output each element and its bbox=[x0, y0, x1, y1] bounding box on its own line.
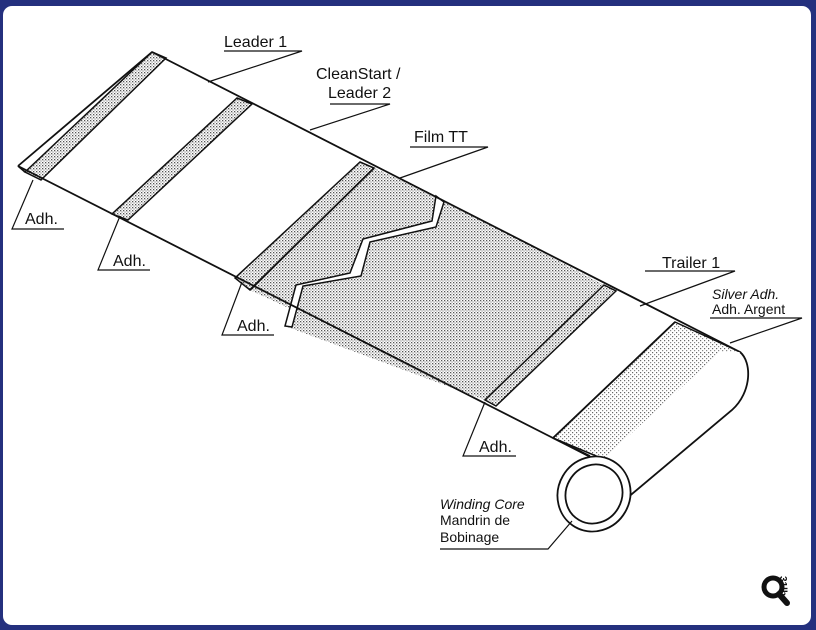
film-section bbox=[250, 168, 604, 400]
adh-label-3: Adh. bbox=[237, 318, 270, 335]
core-label-fr-2: Bobinage bbox=[440, 529, 499, 545]
cleanstart-label: CleanStart / bbox=[316, 66, 401, 83]
leader1-label: Leader 1 bbox=[224, 34, 287, 51]
magnifier-icon bbox=[761, 575, 790, 606]
diagram-frame: Leader 1 CleanStart / Leader 2 Film TT T… bbox=[3, 6, 811, 625]
adh-label-1: Adh. bbox=[25, 211, 58, 228]
tape-outline bbox=[17, 51, 741, 457]
film-label: Film TT bbox=[414, 129, 468, 146]
figure-code: 31lb bbox=[777, 576, 788, 597]
adhesive-strip-1 bbox=[23, 51, 168, 181]
silver-adhesive-label-fr: Adh. Argent bbox=[712, 301, 785, 317]
adhesive-strip-4 bbox=[483, 284, 618, 407]
silver-adhesive-label-en: Silver Adh. bbox=[712, 286, 779, 302]
leader2-label: Leader 2 bbox=[328, 85, 391, 102]
adh-label-4: Adh. bbox=[479, 439, 512, 456]
film-leader-diagram: Leader 1 CleanStart / Leader 2 Film TT T… bbox=[11, 34, 803, 550]
core-label-en: Winding Core bbox=[440, 496, 525, 512]
film-tear bbox=[284, 194, 445, 328]
zoom-button[interactable]: 31lb bbox=[760, 570, 804, 612]
trailer-label: Trailer 1 bbox=[662, 255, 720, 272]
winding-core bbox=[556, 455, 632, 533]
adh-label-2: Adh. bbox=[113, 253, 146, 270]
adhesive-strip-2 bbox=[110, 97, 254, 221]
trailer-curl bbox=[600, 352, 747, 508]
leader-lines bbox=[11, 50, 803, 550]
core-label-fr-1: Mandrin de bbox=[440, 512, 510, 528]
